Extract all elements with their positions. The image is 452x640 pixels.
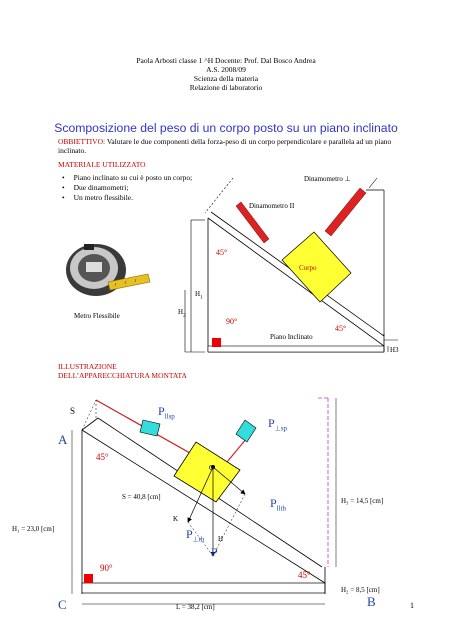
angle-bottom-label: 45° (335, 324, 347, 333)
header-report: Relazione di laboratorio (189, 83, 263, 92)
objective: OBBIETTIVO: Valutare le due componenti d… (58, 137, 418, 155)
objective-text: Valutare le due componenti della forza-p… (58, 137, 392, 155)
base-length-label: L = 38,2 [cm] (176, 603, 215, 611)
h3-measure-label: H₃ = 14,5 [cm] (341, 497, 384, 505)
list-item: Piano inclinato su cui è posto un corpo; (62, 173, 193, 183)
dynamometer-perp-label: Dinamometro ⊥ (304, 175, 351, 183)
right-angle-label-2: 90° (100, 563, 113, 573)
header-author: Paola Arbosti classe 1 ^H Docente: Prof.… (136, 56, 316, 65)
photo-caption: Metro Flessibile (74, 312, 120, 320)
inclined-plane-diagram (184, 177, 398, 353)
materials-heading: MATERIALE UTILIZZATO (58, 160, 146, 169)
objective-label: OBBIETTIVO: (58, 137, 106, 146)
force-perp-theory-label: P⊥th (186, 527, 205, 544)
force-parallel-spring-label: Pllsp (158, 404, 175, 421)
h3-label: H3 (390, 346, 399, 354)
point-c-label: C (58, 597, 67, 612)
force-parallel-theory-label: Pllth (270, 496, 287, 513)
h2-measure-label: H₂ = 8,5 [cm] (341, 586, 380, 594)
angle-top-label: 45° (216, 248, 228, 257)
point-s-label: S (70, 406, 76, 416)
point-h-label: H (218, 535, 224, 543)
slope-length-label: S = 40,8 [cm] (122, 493, 161, 501)
page-title: Scomposizione del peso di un corpo posto… (54, 121, 398, 135)
header-subject: Scienza della materia (193, 74, 259, 83)
angle-a-label: 45° (96, 452, 109, 462)
h1-measure-label: H₁ = 23,0 [cm] (12, 525, 55, 533)
angle-b-label: 45° (298, 570, 311, 580)
point-a-label: A (58, 432, 68, 447)
plane-label: Piano Inclinato (270, 333, 313, 341)
h1-label: H1 (195, 290, 203, 301)
list-item: Due dinamometri; (62, 183, 192, 193)
point-g-label: G (209, 464, 215, 472)
tape-measure-photo (58, 228, 158, 300)
h2-label: H2 (178, 308, 186, 319)
weight-p-label: P (211, 545, 218, 559)
page-number: 1 (410, 601, 414, 610)
illustration-heading: ILLUSTRAZIONE DELL’APPARECCHIATURA MONTA… (58, 362, 187, 380)
list-item: Un metro flessibile. (62, 193, 192, 203)
dynamometer-parallel-label: Dinamometro II (249, 202, 295, 210)
right-angle-label: 90° (226, 317, 238, 326)
header-year: A.S. 2008/09 (206, 65, 246, 74)
point-b-label: B (367, 594, 376, 609)
materials-list: Piano inclinato su cui è posto un corpo;… (62, 173, 193, 203)
point-k-label: K (173, 515, 179, 523)
apparatus-diagram (71, 397, 337, 605)
body-label: Corpo (299, 264, 317, 272)
force-perp-spring-label: P⊥sp (268, 416, 288, 433)
